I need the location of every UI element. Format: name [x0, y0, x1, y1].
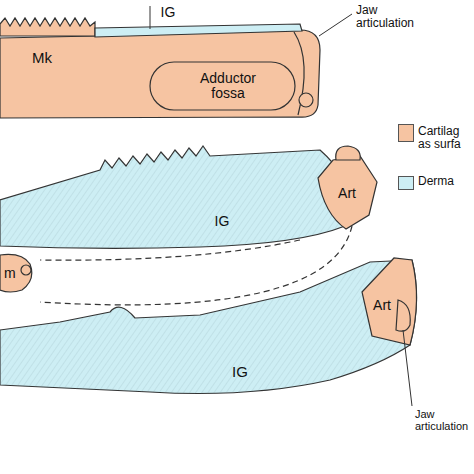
part-label: IG: [161, 5, 176, 20]
part-label: IG: [232, 364, 248, 381]
legend-swatch: [398, 124, 414, 142]
legend-swatch: [398, 176, 414, 190]
dashed-guide: [40, 240, 300, 260]
part-label: Mk: [32, 50, 52, 67]
derived-jaw: [0, 258, 417, 394]
part-label: Adductor fossa: [183, 71, 273, 102]
primitive-jaw: [0, 18, 320, 118]
part-label: IG: [215, 214, 230, 229]
leader-line: [150, 6, 151, 29]
intermediate-jaw: [0, 146, 377, 292]
part-label: m: [4, 266, 16, 281]
part-label: Jaw articulation: [356, 4, 430, 30]
leader-line: [403, 330, 412, 406]
legend-label: Cartilag as surfa: [418, 125, 470, 151]
leader-line: [319, 14, 352, 36]
part-label: Jaw articulation: [415, 408, 473, 432]
part-label: Art: [338, 186, 356, 201]
part-label: Art: [373, 298, 391, 313]
legend-label: Derma: [418, 175, 470, 188]
